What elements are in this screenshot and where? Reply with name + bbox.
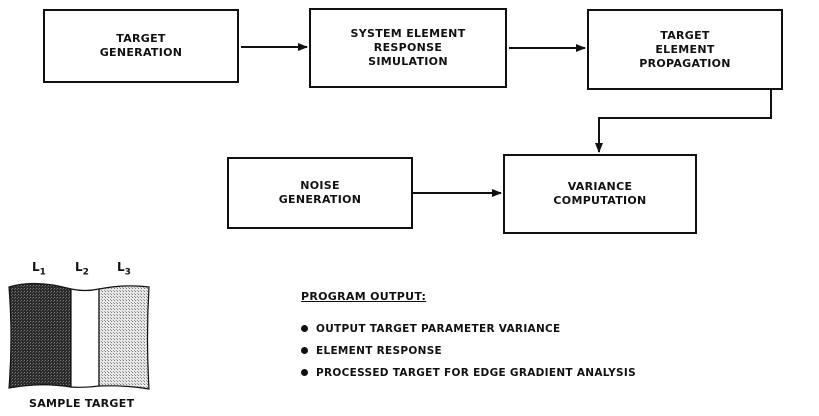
region-label-l1: L1	[32, 260, 46, 278]
variance-computation-label: VARIANCE COMPUTATION	[553, 180, 647, 207]
noise-generation-box: NOISE GENERATION	[227, 157, 413, 229]
target-generation-label: TARGET GENERATION	[99, 32, 183, 59]
region-label-l2: L2	[75, 260, 89, 278]
target-generation-box: TARGET GENERATION	[43, 9, 239, 83]
system-element-response-simulation-label: SYSTEM ELEMENT RESPONSE SIMULATION	[350, 27, 466, 68]
sample-target-light-region	[98, 285, 150, 390]
sample-target-dark-region	[8, 282, 72, 389]
program-output-title: PROGRAM OUTPUT:	[301, 290, 427, 303]
program-output-item: ELEMENT RESPONSE	[301, 340, 636, 362]
program-output-item: OUTPUT TARGET PARAMETER VARIANCE	[301, 318, 636, 340]
region-label-l3: L3	[117, 260, 131, 278]
sample-target-graphic	[8, 282, 150, 390]
noise-generation-label: NOISE GENERATION	[278, 179, 362, 206]
program-output-item: PROCESSED TARGET FOR EDGE GRADIENT ANALY…	[301, 362, 636, 384]
bullet-icon	[301, 346, 308, 354]
system-element-response-simulation-box: SYSTEM ELEMENT RESPONSE SIMULATION	[309, 8, 507, 88]
arrow-propagation-to-variance	[595, 90, 772, 153]
program-output-list: OUTPUT TARGET PARAMETER VARIANCE ELEMENT…	[301, 318, 636, 384]
target-element-propagation-label: TARGET ELEMENT PROPAGATION	[639, 28, 731, 70]
bullet-icon	[301, 324, 308, 332]
bullet-icon	[301, 368, 308, 376]
sample-target-white-region	[70, 288, 100, 388]
target-element-propagation-box: TARGET ELEMENT PROPAGATION	[587, 9, 783, 90]
sample-target-caption: SAMPLE TARGET	[29, 397, 135, 410]
variance-computation-box: VARIANCE COMPUTATION	[503, 154, 697, 234]
